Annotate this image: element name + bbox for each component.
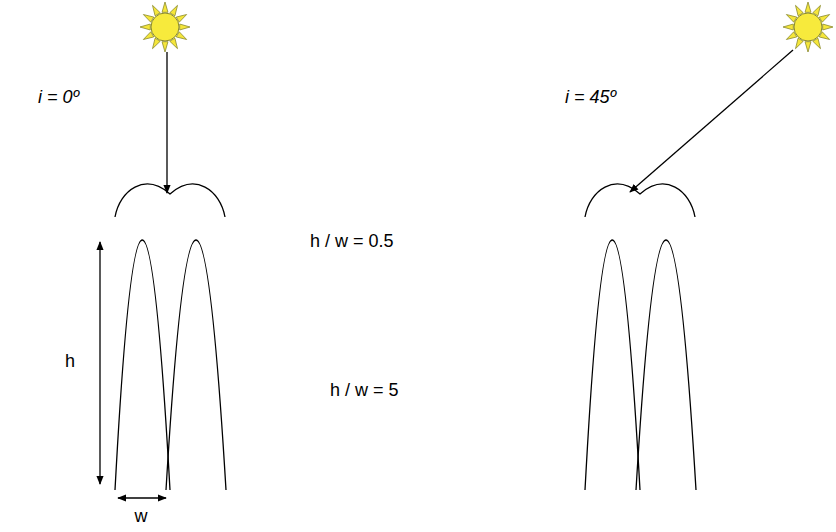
dimension-label: h bbox=[65, 352, 75, 372]
sun-ray bbox=[630, 50, 793, 192]
tall-surface bbox=[166, 240, 226, 490]
tall-surface bbox=[636, 240, 696, 490]
incidence-angle: i = 0º bbox=[38, 88, 79, 108]
sun-ray bbox=[166, 52, 167, 193]
tall-surface bbox=[585, 240, 640, 490]
dimension-label: w bbox=[135, 507, 148, 527]
low-surface bbox=[585, 184, 695, 217]
width-dimension bbox=[118, 497, 166, 498]
sun-symbol bbox=[783, 2, 833, 52]
aspect-ratio: h / w = 5 bbox=[330, 381, 399, 401]
sun-symbol bbox=[140, 2, 190, 52]
aspect-ratio: h / w = 0.5 bbox=[310, 232, 394, 252]
tall-surface bbox=[115, 240, 170, 490]
height-dimension bbox=[99, 242, 100, 484]
incidence-angle: i = 45º bbox=[565, 88, 616, 108]
low-surface bbox=[115, 184, 225, 217]
